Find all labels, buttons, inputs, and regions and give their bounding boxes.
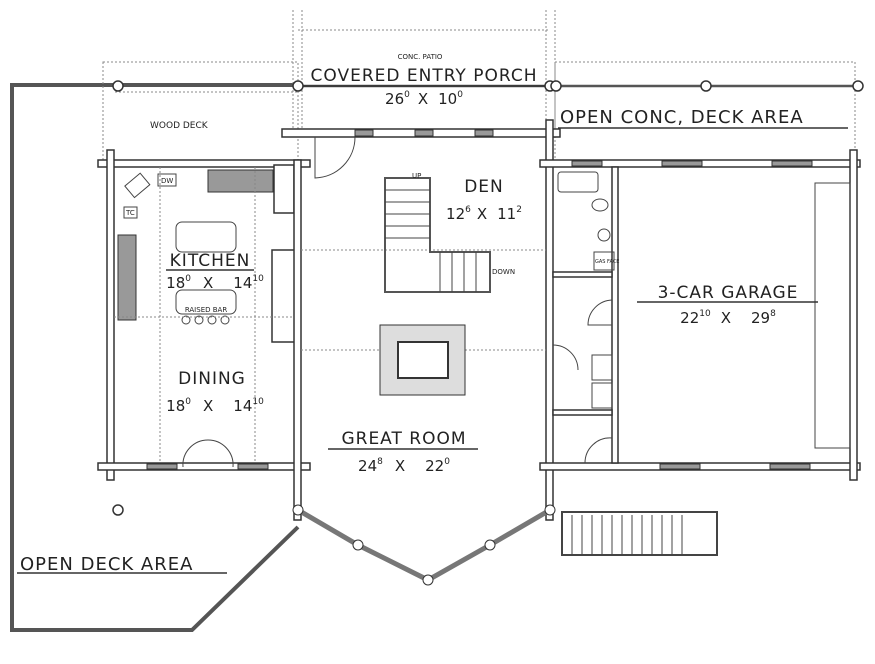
entry-door[interactable] <box>314 136 356 179</box>
wood-deck-label: WOOD DECK <box>150 121 209 131</box>
open-deck-outline <box>10 83 300 632</box>
garage-title: 3-CAR GARAGE <box>658 283 799 303</box>
sink-icon <box>124 172 151 199</box>
tc-label: TC <box>125 209 135 217</box>
closet <box>273 164 295 214</box>
open-deck-label: OPEN DECK AREA <box>20 554 193 575</box>
dining-title: DINING <box>178 369 246 389</box>
fireplace-hearth <box>397 341 449 379</box>
kitchen-island <box>175 221 237 253</box>
sink-icon <box>597 228 611 242</box>
garage-bench <box>814 182 851 449</box>
window <box>659 463 701 470</box>
utility-wall <box>552 409 613 416</box>
front-windows <box>354 129 494 137</box>
gas-face-label: GAS FACE <box>595 259 619 265</box>
rear-stair-treads <box>571 515 683 555</box>
utility-door[interactable] <box>552 344 579 371</box>
bar-stools <box>181 315 230 325</box>
kitchen-top-wall <box>97 159 311 168</box>
dining-french-doors[interactable] <box>182 439 234 468</box>
rear-stairs[interactable] <box>561 511 718 556</box>
dryer <box>591 382 613 409</box>
garage-right-wall <box>849 149 858 481</box>
trash-compactor <box>123 206 138 219</box>
left-wall <box>106 149 115 481</box>
stair-treads <box>385 189 477 292</box>
kitchen-title: KITCHEN <box>170 251 251 271</box>
conc-patio-label: CONC. PATIO <box>398 53 443 61</box>
garage-left-wall <box>611 166 619 464</box>
stairs[interactable] <box>384 177 491 293</box>
open-conc-deck-label: OPEN CONC, DECK AREA <box>560 107 804 128</box>
great-room-title: GREAT ROOM <box>341 429 466 449</box>
raised-bar-label: RAISED BAR <box>185 306 228 314</box>
dining-bottom-wall <box>97 462 311 471</box>
window <box>771 160 813 167</box>
bathtub <box>557 171 599 193</box>
window <box>237 463 269 470</box>
dishwasher <box>157 173 177 187</box>
stair-up-label: UP <box>412 172 421 180</box>
porch-title: COVERED ENTRY PORCH <box>311 66 538 86</box>
dw-label: DW <box>161 177 173 185</box>
bay-posts <box>292 504 556 586</box>
toilet <box>591 198 609 212</box>
rear-door[interactable] <box>584 437 613 464</box>
great-room-right-wall <box>545 119 554 521</box>
pantry-counter <box>117 234 137 321</box>
den-title: DEN <box>464 177 504 197</box>
window <box>769 463 811 470</box>
window <box>146 463 178 470</box>
gas-fireplace <box>593 251 615 271</box>
raised-bar <box>175 289 237 315</box>
bath-wall <box>552 271 613 278</box>
window <box>571 160 603 167</box>
stair-down-label: DOWN <box>492 268 515 276</box>
window <box>661 160 703 167</box>
garage-door[interactable] <box>587 299 613 326</box>
kitchen-counter <box>207 169 274 193</box>
bay-window-wall <box>296 507 552 583</box>
great-room-left-wall <box>293 159 302 521</box>
washer <box>591 354 613 381</box>
wood-deck-outline <box>102 61 299 163</box>
